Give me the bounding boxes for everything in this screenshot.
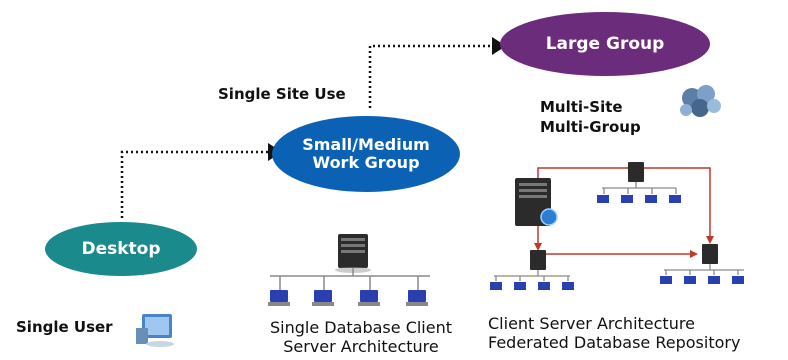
desktop-computer-icon — [136, 314, 174, 347]
server-icon — [530, 250, 546, 270]
growth-connectors — [120, 44, 494, 218]
single-site-use-label: Single Site Use — [218, 85, 346, 103]
client-server-caption-line1: Client Server Architecture — [488, 314, 695, 333]
desktop-node-label: Desktop — [81, 239, 161, 259]
network-lines — [270, 268, 430, 290]
workstation-icon — [268, 290, 290, 306]
client-server-caption-line2: Federated Database Repository — [488, 333, 741, 352]
server-icon — [702, 244, 718, 264]
server-icon — [335, 234, 371, 273]
single-database-caption-line1: Single Database Client — [269, 318, 453, 337]
workgroup-node-line2: Work Group — [312, 153, 420, 172]
large-group-node: Large Group — [500, 12, 710, 76]
server-icon — [628, 162, 644, 182]
federation-links — [537, 167, 711, 255]
connector-desktop-to-workgroup — [120, 150, 268, 218]
workstation-icons — [660, 276, 744, 284]
single-database-caption: Single Database Client Server Architectu… — [256, 318, 466, 356]
single-user-label: Single User — [16, 318, 113, 336]
workstation-icon — [406, 290, 428, 306]
connector-workgroup-to-large — [368, 44, 494, 108]
arrowhead-to-large-group — [492, 37, 506, 55]
multi-site-label: Multi-Site — [540, 98, 623, 116]
workstation-icons — [490, 282, 574, 290]
client-server-caption: Client Server Architecture Federated Dat… — [488, 314, 740, 352]
small-medium-workgroup-node: Small/Medium Work Group — [272, 116, 460, 192]
single-database-caption-line2: Server Architecture — [283, 337, 439, 356]
large-group-node-label: Large Group — [545, 34, 665, 54]
workstation-icon — [358, 290, 380, 306]
workstation-icons — [268, 290, 428, 306]
main-server-icon — [515, 178, 558, 226]
workgroup-node-line1: Small/Medium — [302, 135, 430, 154]
federated-network — [490, 162, 744, 290]
single-database-network — [268, 234, 430, 306]
desktop-node: Desktop — [45, 222, 197, 276]
network-cloud-icon — [680, 85, 721, 117]
multi-group-label: Multi-Group — [540, 118, 641, 136]
workstation-icons — [597, 195, 681, 203]
workstation-icon — [312, 290, 334, 306]
globe-icon — [540, 208, 558, 226]
